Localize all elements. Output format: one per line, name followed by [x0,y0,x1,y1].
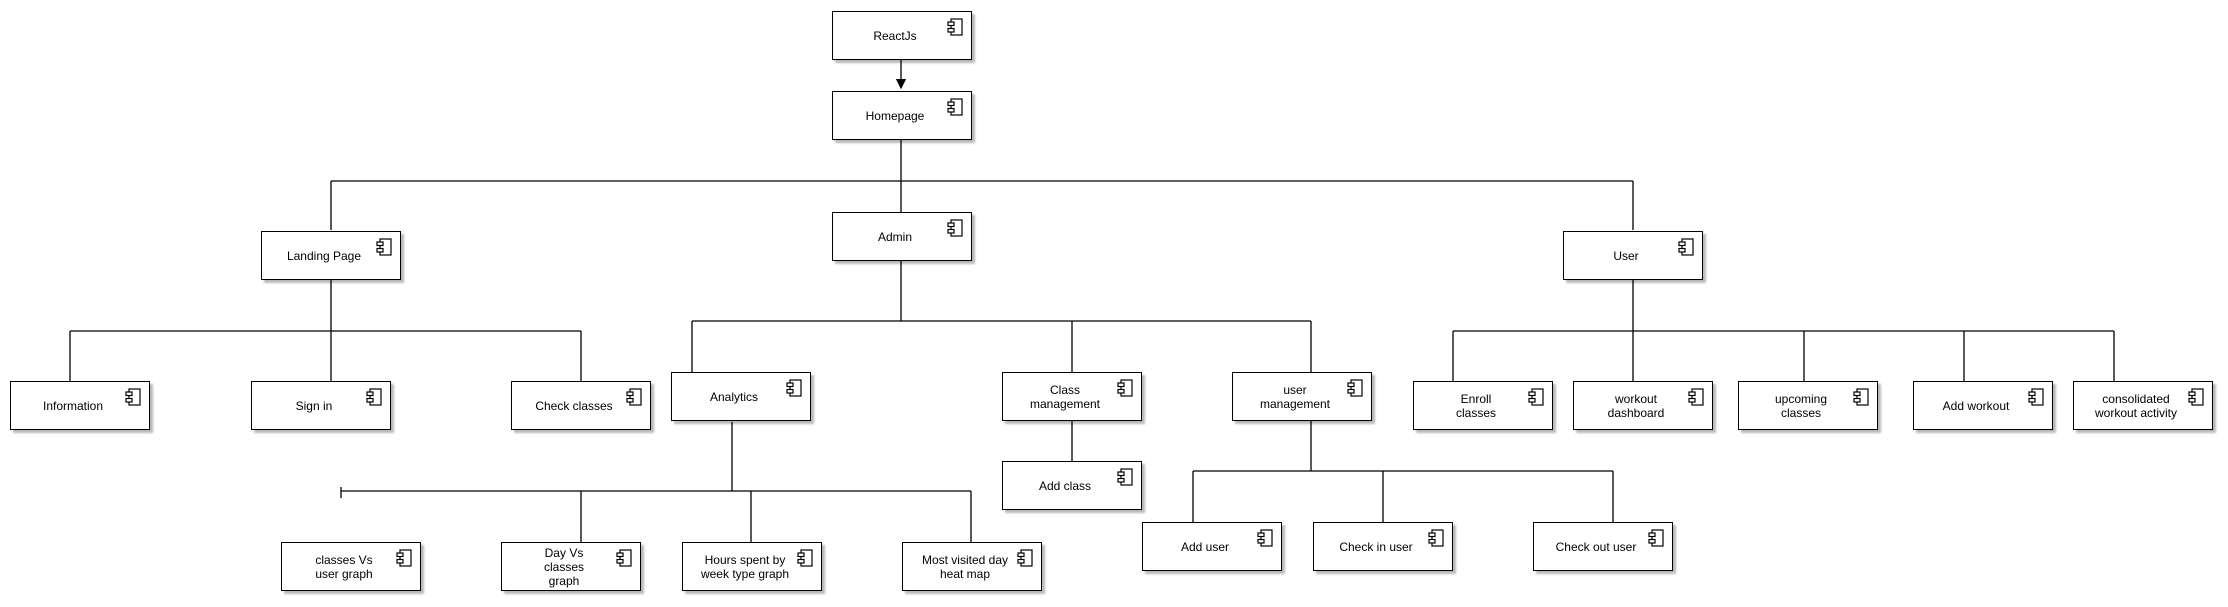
node-analytics[interactable]: Analytics [671,372,811,421]
node-classes-vs-user-graph[interactable]: classes Vs user graph [281,542,421,591]
node-check-in-user[interactable]: Check in user [1313,522,1453,571]
component-icon [1853,388,1869,406]
component-icon [797,549,813,567]
component-icon [1688,388,1704,406]
node-label: Admin [877,229,912,244]
component-icon [1257,529,1273,547]
node-day-vs-classes-graph[interactable]: Day Vs classes graph [501,542,641,591]
node-label: Landing Page [286,248,362,263]
node-label: Homepage [865,108,925,123]
node-label: Class management [1029,382,1101,411]
component-icon [1117,379,1133,397]
node-user[interactable]: User [1563,231,1703,280]
component-icon [396,549,412,567]
node-label: Add class [1038,478,1092,493]
node-label: Enroll classes [1455,391,1496,420]
node-label: Sign in [295,398,333,413]
node-information[interactable]: Information [10,381,150,430]
node-label: Day Vs classes graph [543,545,584,588]
node-check-out-user[interactable]: Check out user [1533,522,1673,571]
node-landing-page[interactable]: Landing Page [261,231,401,280]
component-icon [626,388,642,406]
node-label: Add workout [1942,398,2010,413]
node-add-user[interactable]: Add user [1142,522,1282,571]
component-icon [947,219,963,237]
node-check-classes[interactable]: Check classes [511,381,651,430]
node-label: User [1613,248,1639,263]
node-user-management[interactable]: user management [1232,372,1372,421]
node-sign-in[interactable]: Sign in [251,381,391,430]
node-add-class[interactable]: Add class [1002,461,1142,510]
component-icon [1428,529,1444,547]
node-most-visited-heat-map[interactable]: Most visited day heat map [902,542,1042,591]
node-consolidated-workout-activity[interactable]: consolidated workout activity [2073,381,2213,430]
component-icon [1678,238,1694,256]
node-label: Information [42,398,104,413]
node-homepage[interactable]: Homepage [832,91,972,140]
node-upcoming-classes[interactable]: upcoming classes [1738,381,1878,430]
node-add-workout[interactable]: Add workout [1913,381,2053,430]
component-icon [616,549,632,567]
node-enroll-classes[interactable]: Enroll classes [1413,381,1553,430]
node-label: Most visited day heat map [921,552,1009,581]
node-label: upcoming classes [1774,391,1828,420]
node-label: Hours spent by week type graph [700,552,790,581]
component-icon [947,18,963,36]
component-icon [125,388,141,406]
node-class-management[interactable]: Class management [1002,372,1142,421]
node-label: Add user [1180,539,1230,554]
component-icon [947,98,963,116]
node-label: Check out user [1555,539,1637,554]
node-reactjs[interactable]: ReactJs [832,11,972,60]
node-admin[interactable]: Admin [832,212,972,261]
node-hours-spent-graph[interactable]: Hours spent by week type graph [682,542,822,591]
component-icon [376,238,392,256]
node-label: workout dashboard [1607,391,1665,420]
node-workout-dashboard[interactable]: workout dashboard [1573,381,1713,430]
component-icon [1347,379,1363,397]
component-icon [2188,388,2204,406]
node-label: user management [1259,382,1331,411]
node-label: consolidated workout activity [2094,391,2178,420]
component-icon [1648,529,1664,547]
node-label: ReactJs [873,28,917,43]
component-icon [366,388,382,406]
node-label: classes Vs user graph [315,552,373,581]
node-label: Analytics [709,389,759,404]
component-icon [1117,468,1133,486]
node-label: Check in user [1339,539,1413,554]
component-icon [1528,388,1544,406]
component-icon [1017,549,1033,567]
node-label: Check classes [535,398,613,413]
component-icon [786,379,802,397]
component-icon [2028,388,2044,406]
